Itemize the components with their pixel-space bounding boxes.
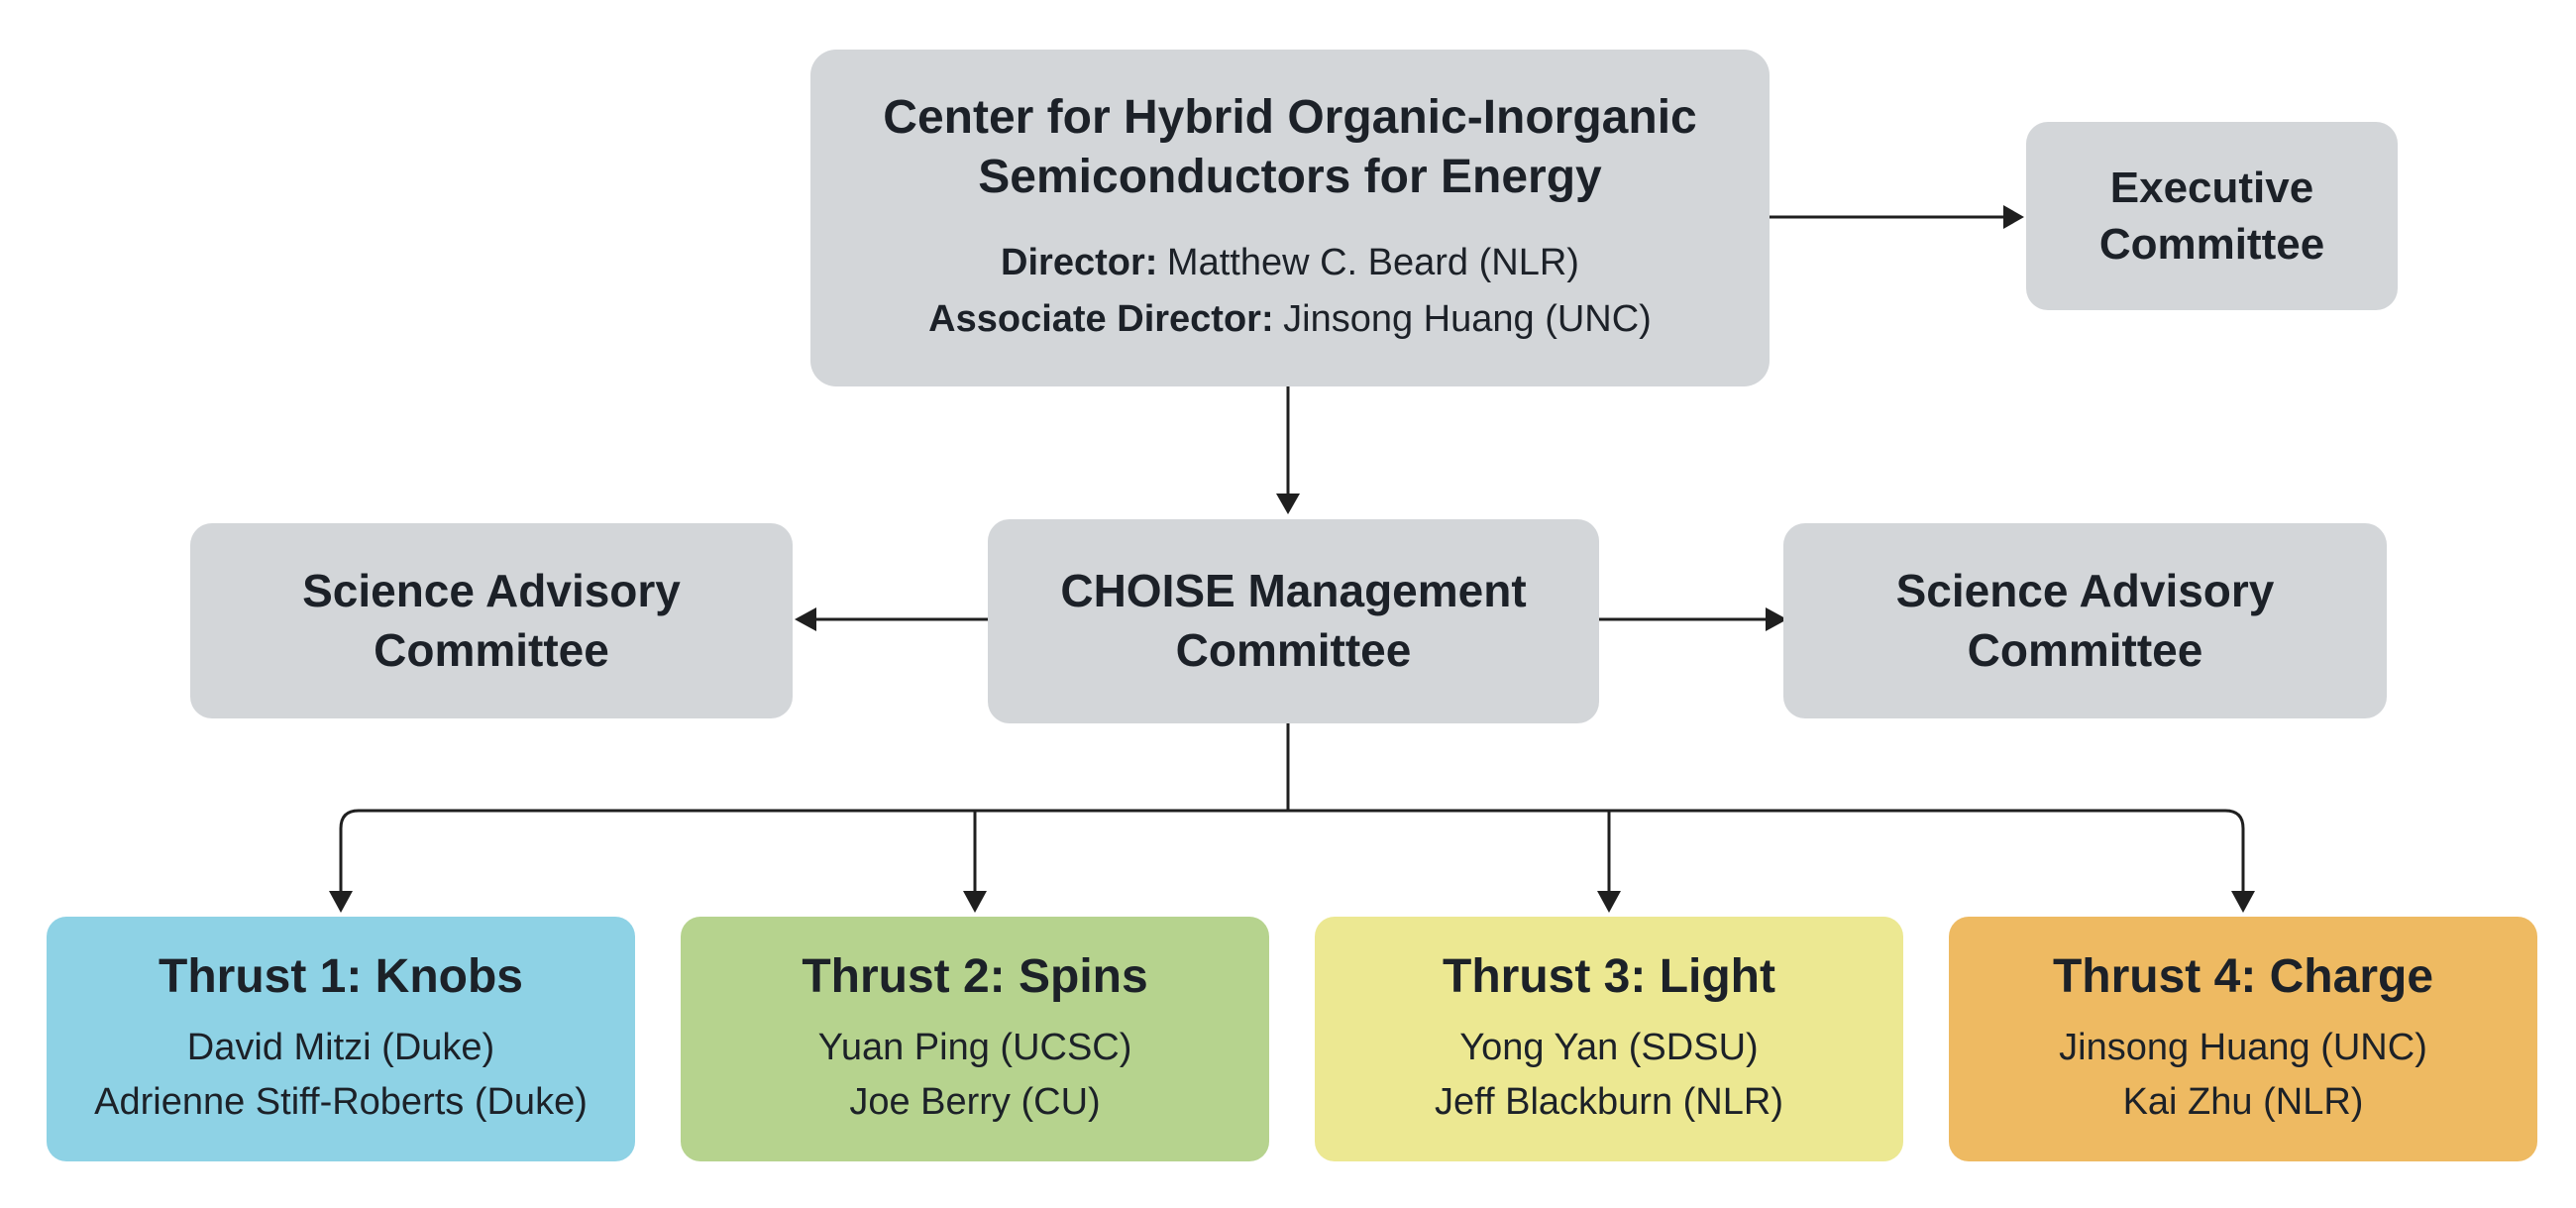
science-advisory-left-label: Science Advisory Committee [302, 564, 681, 676]
thrust1-member-2: Adrienne Stiff-Roberts (Duke) [94, 1081, 588, 1124]
science-advisory-right-box: Science Advisory Committee [1783, 523, 2387, 718]
director-name: Matthew C. Beard (NLR) [1166, 241, 1579, 283]
thrust-branch-line [339, 809, 2245, 892]
arrowhead-to-thrust4 [2231, 891, 2255, 913]
associate-director-name: Jinsong Huang (UNC) [1283, 297, 1652, 340]
management-committee-label: CHOISE Management Committee [1060, 565, 1527, 676]
center-root-box: Center for Hybrid Organic-Inorganic Semi… [810, 50, 1770, 386]
center-title-line2: Semiconductors for Energy [978, 151, 1602, 203]
science-advisory-left-box: Science Advisory Committee [190, 523, 793, 718]
thrust1-box: Thrust 1: Knobs David Mitzi (Duke) Adrie… [47, 917, 635, 1161]
thrust4-box: Thrust 4: Charge Jinsong Huang (UNC) Kai… [1949, 917, 2537, 1161]
center-title-line1: Center for Hybrid Organic-Inorganic [883, 91, 1697, 145]
thrust2-title: Thrust 2: Spins [802, 949, 1148, 1003]
thrust1-title: Thrust 1: Knobs [159, 949, 523, 1003]
thrust1-member-1: David Mitzi (Duke) [186, 1027, 495, 1069]
arrowhead-to-right-advisory [1766, 607, 1787, 631]
arrowhead-to-management [1276, 494, 1300, 514]
thrust2-member-1: Yuan Ping (UCSC) [817, 1027, 1132, 1069]
associate-director-line: Associate Director:Jinsong Huang (UNC) [928, 291, 1652, 348]
thrust3-members: Yong Yan (SDSU) Jeff Blackburn (NLR) [1435, 1021, 1783, 1130]
center-title: Center for Hybrid Organic-Inorganic Semi… [883, 88, 1696, 206]
thrust3-title: Thrust 3: Light [1443, 949, 1775, 1003]
arrowhead-to-executive [2003, 205, 2024, 229]
thrust2-member-2: Joe Berry (CU) [849, 1081, 1101, 1124]
arrowhead-to-thrust2 [963, 891, 987, 913]
management-committee-box: CHOISE Management Committee [988, 519, 1599, 723]
arrowhead-to-left-advisory [795, 607, 816, 631]
science-advisory-right-label: Science Advisory Committee [1895, 564, 2275, 676]
thrust2-box: Thrust 2: Spins Yuan Ping (UCSC) Joe Ber… [681, 917, 1269, 1161]
director-line: Director:Matthew C. Beard (NLR) [928, 235, 1652, 291]
thrust4-members: Jinsong Huang (UNC) Kai Zhu (NLR) [2059, 1021, 2427, 1130]
arrowhead-to-thrust1 [329, 891, 353, 913]
thrust3-member-1: Yong Yan (SDSU) [1459, 1027, 1759, 1069]
executive-committee-box: Executive Committee [2026, 122, 2398, 310]
center-leadership: Director:Matthew C. Beard (NLR) Associat… [928, 235, 1652, 348]
executive-committee-label: Executive Committee [2098, 163, 2325, 269]
thrust4-title: Thrust 4: Charge [2052, 949, 2434, 1003]
thrust3-box: Thrust 3: Light Yong Yan (SDSU) Jeff Bla… [1315, 917, 1903, 1161]
thrust4-member-1: Jinsong Huang (UNC) [2059, 1027, 2427, 1069]
thrust3-member-2: Jeff Blackburn (NLR) [1435, 1081, 1783, 1124]
associate-director-label: Associate Director: [928, 297, 1274, 340]
thrust4-member-2: Kai Zhu (NLR) [2122, 1081, 2364, 1124]
thrust2-members: Yuan Ping (UCSC) Joe Berry (CU) [818, 1021, 1132, 1130]
thrust1-members: David Mitzi (Duke) Adrienne Stiff-Robert… [94, 1021, 588, 1130]
director-label: Director: [1001, 241, 1158, 283]
arrowhead-to-thrust3 [1597, 891, 1621, 913]
